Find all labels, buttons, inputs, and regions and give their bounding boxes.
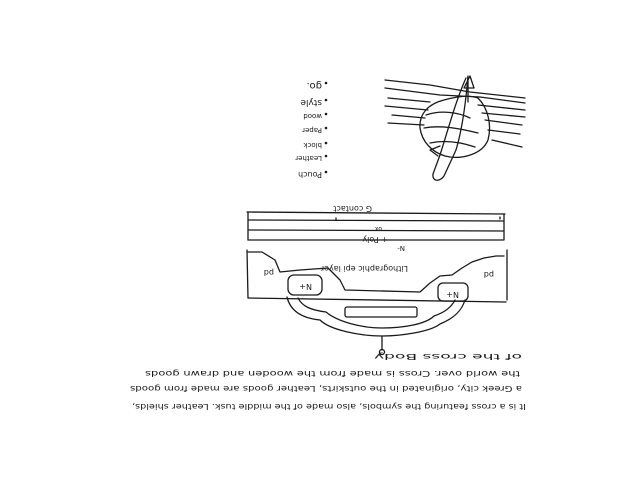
substrate-label: N-	[397, 244, 405, 252]
list-item: Pouch	[298, 170, 322, 179]
oxide-label: ox	[375, 225, 382, 232]
pwell-left-label: pd	[264, 268, 274, 277]
paragraph-line: a Greek city, originated in the outskirt…	[130, 384, 522, 393]
list-bullet	[325, 155, 328, 158]
paragraph-line: of the cross Body	[373, 352, 522, 361]
pwell-right-label: pd	[484, 270, 494, 279]
list-item: style	[300, 97, 322, 107]
list-item: wood	[303, 112, 322, 120]
list-bullet	[325, 171, 328, 174]
material-list: go. style wood Paper block Leather Pouch	[295, 80, 327, 179]
poly-label: + Poly	[362, 235, 388, 244]
list-item: block	[302, 141, 322, 149]
nplus-right-label: N+	[446, 290, 459, 299]
list-bullet	[325, 142, 328, 145]
epi-label: Lithographic epi layer	[320, 264, 408, 273]
list-bullet	[325, 82, 328, 85]
list-item: Paper	[302, 126, 322, 134]
handwritten-paragraph: of the cross Body the world over. Cross …	[130, 352, 526, 411]
list-item: Leather	[295, 154, 322, 162]
list-bullet	[325, 127, 328, 130]
list-item: go.	[307, 80, 322, 91]
list-bullet	[325, 113, 328, 116]
device-diagram: G contact ox + Poly N- Lithographic epi …	[247, 204, 507, 355]
gate-label: G contact	[333, 204, 372, 213]
tool-sketch	[385, 76, 525, 180]
nplus-left-label: N+	[299, 282, 312, 291]
paragraph-line: It is a cross featuring the symbols, als…	[132, 402, 526, 411]
paragraph-line: the world over. Cross is made from the w…	[145, 369, 520, 378]
list-bullet	[325, 99, 328, 102]
